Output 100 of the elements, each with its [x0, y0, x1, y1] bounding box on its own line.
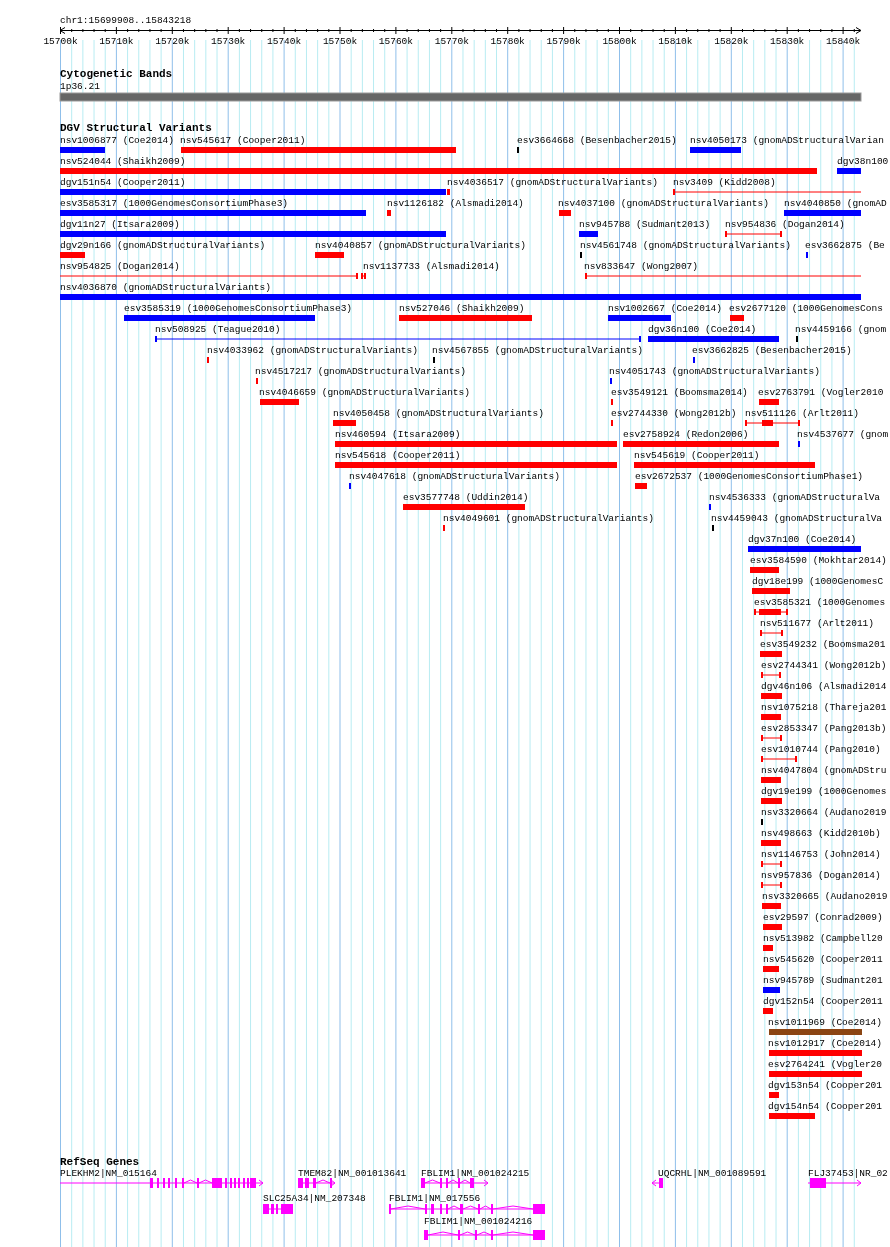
variant-label: nsv3320664 (Audano2019	[761, 807, 887, 818]
variant-label: dgv37n100 (Coe2014)	[748, 534, 857, 545]
variant-label: esv3577748 (Uddin2014)	[403, 492, 529, 503]
variant-label: esv1010744 (Pang2010)	[761, 744, 881, 755]
variant-label: nsv4036517 (gnomADStructuralVariants)	[447, 177, 658, 188]
variant-label: nsv4033962 (gnomADStructuralVariants)	[207, 345, 418, 356]
variant-label: dgv18e199 (1000GenomesC	[752, 576, 884, 587]
variant-label: esv3549121 (Boomsma2014)	[611, 387, 748, 398]
variant-label: dgv151n54 (Cooper2011)	[60, 177, 186, 188]
variant-label: dgv38n100	[837, 156, 889, 167]
variant-label: esv2744341 (Wong2012b)	[761, 660, 887, 671]
tick-label: 15790k	[546, 36, 581, 47]
variant-label: nsv545619 (Cooper2011)	[634, 450, 760, 461]
variant-label: nsv4459166 (gnom	[795, 324, 887, 335]
variant-label: nsv4517217 (gnomADStructuralVariants)	[255, 366, 466, 377]
tick-label: 15800k	[602, 36, 637, 47]
tick-label: 15830k	[770, 36, 805, 47]
tick-label: 15820k	[714, 36, 749, 47]
variant-label: esv2744330 (Wong2012b)	[611, 408, 737, 419]
variant-label: nsv545620 (Cooper2011	[763, 954, 883, 965]
gene-label: PLEKHM2|NM_015164	[60, 1168, 157, 1179]
variant-label: nsv4567855 (gnomADStructuralVariants)	[432, 345, 643, 356]
variant-label: dgv154n54 (Cooper201	[768, 1101, 883, 1112]
variant-label: esv3664668 (Besenbacher2015)	[517, 135, 677, 146]
variant-label: nsv954825 (Dogan2014)	[60, 261, 180, 272]
band-label: 1p36.21	[60, 81, 100, 92]
tick-label: 15750k	[322, 36, 358, 47]
variant-label: nsv1137733 (Alsmadi2014)	[363, 261, 500, 272]
tick-label: 15840k	[826, 36, 861, 47]
variant-label: dgv153n54 (Cooper201	[768, 1080, 883, 1091]
variant-label: nsv460594 (Itsara2009)	[335, 429, 461, 440]
variant-label: esv2853347 (Pang2013b)	[761, 723, 887, 734]
variant-label: nsv511677 (Arlt2011)	[760, 618, 875, 629]
variant-label: nsv4040857 (gnomADStructuralVariants)	[315, 240, 526, 251]
variant-label: esv3585317 (1000GenomesConsortiumPhase3)	[60, 198, 289, 209]
variant-label: esv2764241 (Vogler20	[768, 1059, 883, 1070]
tick-label: 15700k	[43, 36, 78, 47]
gene-label: SLC25A34|NM_207348	[263, 1193, 366, 1204]
variant-label: nsv4047804 (gnomADStru	[761, 765, 887, 776]
variant-label: nsv4050458 (gnomADStructuralVariants)	[333, 408, 544, 419]
tick-label: 15810k	[658, 36, 693, 47]
variant-label: esv2763791 (Vogler2010	[758, 387, 884, 398]
variant-label: nsv4036870 (gnomADStructuralVariants)	[60, 282, 271, 293]
variant-label: nsv524044 (Shaikh2009)	[60, 156, 186, 167]
tick-label: 15720k	[155, 36, 190, 47]
variant-label: nsv1011969 (Coe2014)	[768, 1017, 883, 1028]
gene-label: UQCRHL|NM_001089591	[658, 1168, 767, 1179]
variant-label: nsv4459043 (gnomADStructuralVa	[711, 513, 883, 524]
gene-label: FBLIM1|NM_001024216	[424, 1216, 533, 1227]
variant-label: dgv46n106 (Alsmadi2014	[761, 681, 887, 692]
variant-label: nsv945788 (Sudmant2013)	[579, 219, 711, 230]
variant-label: nsv4561748 (gnomADStructuralVariants)	[580, 240, 791, 251]
variant-label: esv3549232 (Boomsma201	[760, 639, 886, 650]
variant-label: nsv545617 (Cooper2011)	[180, 135, 306, 146]
variant-label: nsv4050173 (gnomADStructuralVarian	[690, 135, 884, 146]
variant-label: dgv36n100 (Coe2014)	[648, 324, 757, 335]
tick-label: 15780k	[490, 36, 525, 47]
gene-label: TMEM82|NM_001013641	[298, 1168, 407, 1179]
variant-label: nsv1146753 (John2014)	[761, 849, 881, 860]
variant-label: nsv513982 (Campbell20	[763, 933, 883, 944]
variant-label: esv3585319 (1000GenomesConsortiumPhase3)	[124, 303, 353, 314]
variant-label: nsv1012917 (Coe2014)	[768, 1038, 883, 1049]
track-title: Cytogenetic Bands	[60, 68, 173, 80]
variant-label: esv3584590 (Mokhtar2014)	[750, 555, 887, 566]
tick-label: 15770k	[434, 36, 469, 47]
variant-label: nsv498663 (Kidd2010b)	[761, 828, 881, 839]
variant-label: nsv1002667 (Coe2014)	[608, 303, 723, 314]
gene-label: FBLIM1|NM_017556	[389, 1193, 481, 1204]
track-title: DGV Structural Variants	[60, 122, 212, 134]
gene-label: FLJ37453|NR_02	[808, 1168, 888, 1179]
variant-label: esv29597 (Conrad2009)	[763, 912, 883, 923]
variant-label: nsv4049601 (gnomADStructuralVariants)	[443, 513, 654, 524]
variant-label: nsv508925 (Teague2010)	[155, 324, 281, 335]
tick-label: 15740k	[267, 36, 302, 47]
variant-label: nsv527046 (Shaikh2009)	[399, 303, 525, 314]
variant-label: nsv4051743 (gnomADStructuralVariants)	[609, 366, 820, 377]
variant-label: nsv3320665 (Audano2019	[762, 891, 888, 902]
variant-label: nsv4037100 (gnomADStructuralVariants)	[558, 198, 769, 209]
variant-label: nsv4046659 (gnomADStructuralVariants)	[259, 387, 470, 398]
tick-label: 15730k	[211, 36, 246, 47]
variant-label: nsv4040850 (gnomAD	[784, 198, 887, 209]
variant-label: nsv833647 (Wong2007)	[584, 261, 699, 272]
variant-label: nsv1126182 (Alsmadi2014)	[387, 198, 524, 209]
variant-label: nsv1075218 (Thareja201	[761, 702, 887, 713]
variant-label: dgv11n27 (Itsara2009)	[60, 219, 180, 230]
variant-label: esv3662825 (Besenbacher2015)	[692, 345, 852, 356]
variant-label: dgv29n166 (gnomADStructuralVariants)	[60, 240, 266, 251]
variant-label: esv3585321 (1000Genomes	[754, 597, 886, 608]
coordinate-label: chr1:15699908..15843218	[60, 15, 192, 26]
track-title: RefSeq Genes	[60, 1156, 140, 1168]
variant-label: esv2758924 (Redon2006)	[623, 429, 749, 440]
variant-label: nsv4047618 (gnomADStructuralVariants)	[349, 471, 560, 482]
variant-label: nsv957836 (Dogan2014)	[761, 870, 881, 881]
tick-label: 15760k	[378, 36, 413, 47]
variant-label: nsv4536333 (gnomADStructuralVa	[709, 492, 881, 503]
variant-label: nsv4537677 (gnom	[797, 429, 889, 440]
variant-label: nsv545618 (Cooper2011)	[335, 450, 461, 461]
variant-label: nsv954836 (Dogan2014)	[725, 219, 845, 230]
variant-label: esv3662875 (Be	[805, 240, 885, 251]
variant-label: dgv19e199 (1000Genomes	[761, 786, 887, 797]
